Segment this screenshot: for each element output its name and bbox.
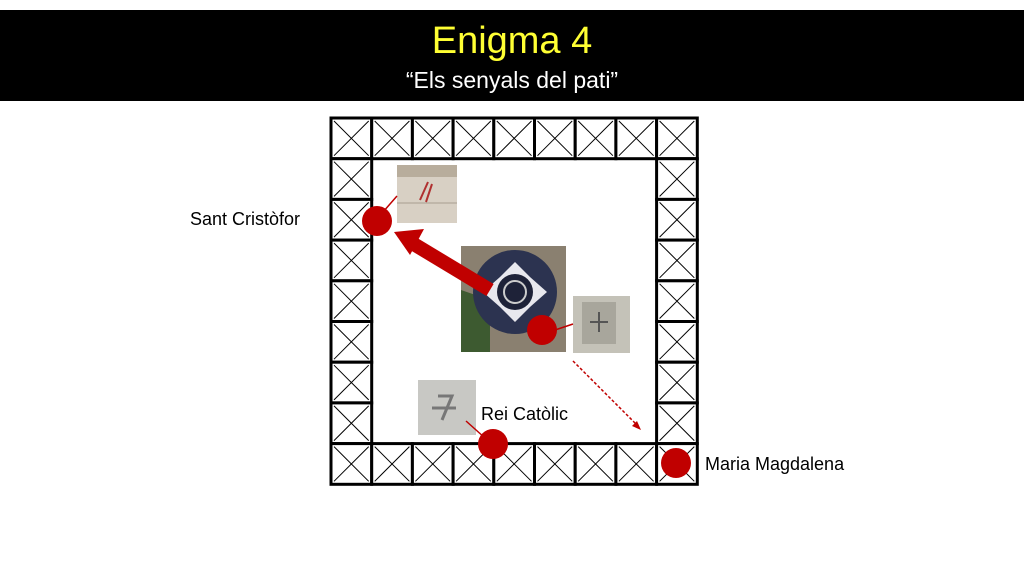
label-maria-magdalena: Maria Magdalena (705, 454, 845, 474)
cell-cross (415, 446, 451, 482)
cell-cross (333, 242, 370, 279)
photo-rei-catolic (418, 380, 476, 435)
cell-cross (333, 324, 370, 360)
slide-title: Enigma 4 (431, 20, 593, 62)
cell-cross (333, 405, 370, 441)
cell-cross (333, 283, 370, 319)
cell-cross (659, 242, 695, 279)
cell-cross (496, 120, 532, 157)
cell-cross (455, 120, 492, 157)
cell-cross (659, 324, 695, 360)
cell-cross (374, 446, 410, 482)
cell-cross (333, 446, 370, 482)
header-bar: Enigma 4 “Els senyals del pati” (0, 10, 1024, 101)
cell-cross (577, 446, 614, 482)
photo-sant-cristofor (397, 165, 457, 223)
cell-cross (333, 364, 370, 401)
label-rei-catolic: Rei Catòlic (481, 404, 569, 424)
cell-cross (415, 120, 451, 157)
cell-cross (659, 283, 695, 319)
marker-rei-catolic (478, 429, 508, 459)
cell-cross (659, 364, 695, 401)
dashed-arrow (572, 360, 641, 430)
label-sant-cristofor: Sant Cristòfor (190, 209, 301, 229)
marker-sant-cristofor (362, 206, 392, 236)
cell-cross (618, 120, 654, 157)
cloister-grid (329, 116, 699, 486)
cell-cross (333, 161, 370, 197)
cell-cross (577, 120, 614, 157)
marker-center (527, 315, 557, 345)
cell-cross (659, 405, 695, 441)
marker-maria-magdalena (661, 448, 691, 478)
cell-cross (537, 120, 573, 157)
slide-subtitle: “Els senyals del pati” (405, 67, 619, 93)
cell-cross (537, 446, 573, 482)
cell-cross (618, 446, 654, 482)
photo-cross-stone (573, 296, 630, 353)
cell-cross (659, 202, 695, 238)
big-arrow (394, 229, 494, 296)
cell-cross (659, 161, 695, 197)
cell-cross (659, 120, 695, 157)
cell-cross (333, 202, 370, 238)
cell-cross (374, 120, 410, 157)
cell-cross (333, 120, 370, 157)
